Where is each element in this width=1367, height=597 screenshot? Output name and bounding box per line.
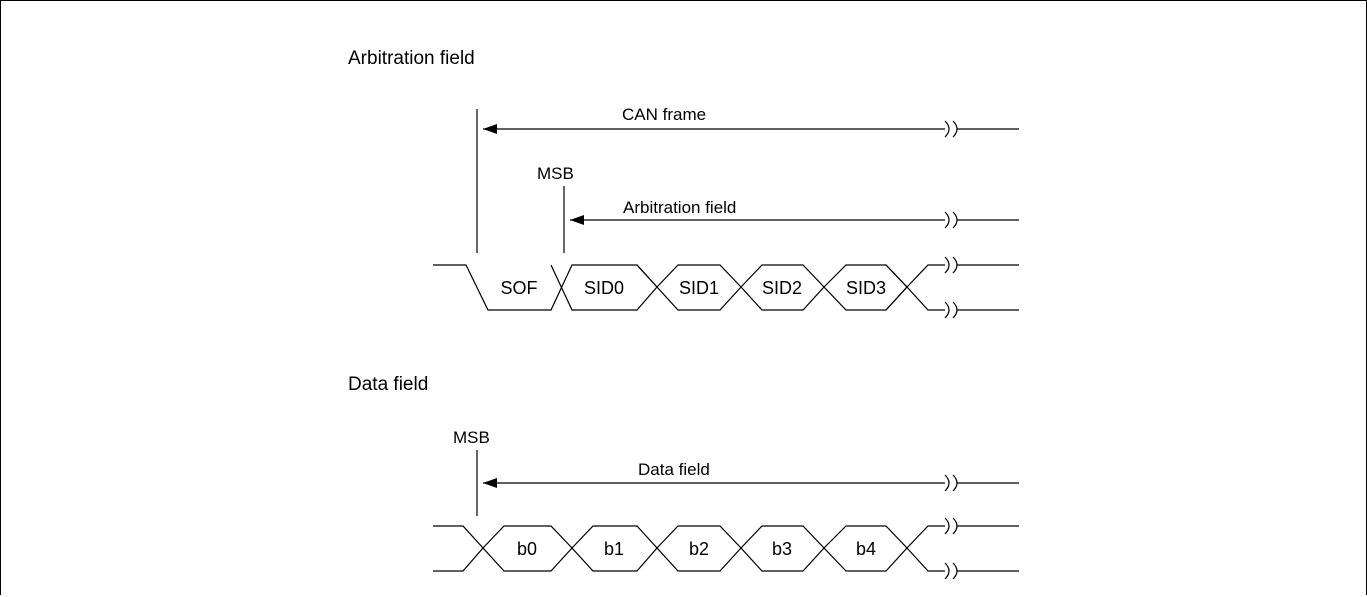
data-field-arrow: [476, 450, 1019, 516]
data-waveform: [433, 517, 1019, 580]
arbitration-msb-label: MSB: [537, 164, 574, 183]
arbitration-cell-sid0: SID0: [584, 278, 624, 298]
data-cell-b4: b4: [856, 539, 876, 559]
arbitration-cell-sid1: SID1: [679, 278, 719, 298]
data-msb-label: MSB: [453, 428, 490, 447]
arbitration-cell-sid2: SID2: [762, 278, 802, 298]
arbitration-heading: Arbitration field: [348, 48, 475, 69]
can-frame-arrow: [476, 109, 1019, 253]
data-cell-b0: b0: [517, 539, 537, 559]
can-frame-label: CAN frame: [622, 105, 706, 124]
data-field-label: Data field: [638, 460, 710, 479]
arbitration-field-label: Arbitration field: [623, 198, 736, 217]
data-cell-b2: b2: [689, 539, 709, 559]
arbitration-field-arrow: [563, 186, 1019, 253]
arbitration-cell-sof: SOF: [500, 278, 537, 298]
arbitration-waveform: [433, 256, 1019, 319]
data-cell-b1: b1: [604, 539, 624, 559]
arbitration-cell-sid3: SID3: [846, 278, 886, 298]
data-cell-b3: b3: [772, 539, 792, 559]
data-heading: Data field: [348, 374, 428, 395]
